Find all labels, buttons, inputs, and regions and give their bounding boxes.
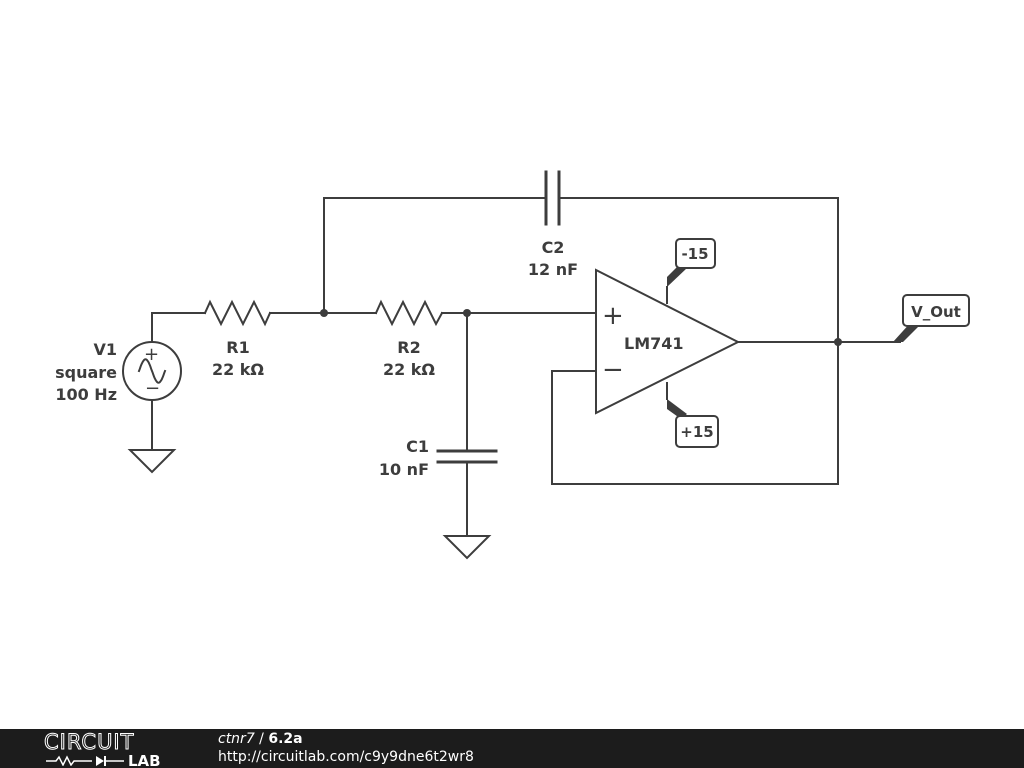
- v1-name-label: V1: [93, 340, 117, 359]
- vpos-net-flag[interactable]: +15: [667, 399, 719, 448]
- v1-source[interactable]: + −: [122, 341, 182, 401]
- footer-bar: CIRCUIT LAB ctnr7 / 6.2a http://circuitl…: [0, 729, 1024, 768]
- junction-dot: [834, 338, 842, 346]
- author-separator: /: [254, 731, 269, 747]
- wire-v1-r1: [151, 312, 206, 342]
- c2-capacitor-icon[interactable]: [544, 170, 561, 226]
- circuit-title[interactable]: 6.2a: [268, 731, 303, 747]
- v1-freq-label: 100 Hz: [55, 385, 117, 404]
- opamp-name-label: LM741: [624, 334, 684, 353]
- logo-text-top: CIRCUIT: [44, 732, 134, 754]
- wires: [151, 197, 901, 537]
- vneg-flag-box: [675, 238, 716, 269]
- vpos-flag-box: [675, 415, 719, 448]
- author-title-line: ctnr7 / 6.2a: [218, 731, 303, 747]
- author-link[interactable]: ctnr7: [218, 731, 255, 747]
- vpos-flag-label: +15: [680, 423, 713, 441]
- junctions: [320, 309, 842, 346]
- circuit-url-link[interactable]: http://circuitlab.com/c9y9dne6t2wr8: [218, 749, 474, 765]
- vneg-net-flag[interactable]: -15: [667, 238, 716, 287]
- c1-value-label: 10 nF: [379, 460, 429, 479]
- r2-resistor-icon[interactable]: [374, 299, 444, 327]
- vout-flag-box: [902, 294, 970, 327]
- v1-type-label: square: [55, 363, 117, 382]
- circuitlab-logo[interactable]: CIRCUIT LAB: [44, 732, 174, 766]
- c1-capacitor-icon[interactable]: [436, 449, 498, 464]
- r1-name-label: R1: [226, 338, 249, 357]
- wire-feedback-top-right: [551, 197, 839, 485]
- opamp-triangle-icon: [595, 268, 741, 415]
- vneg-flag-label: -15: [681, 245, 708, 263]
- junction-dot: [463, 309, 471, 317]
- flag-pointer-icon: [667, 399, 687, 419]
- v1-plus-sign: +: [144, 344, 159, 365]
- r2-name-label: R2: [397, 338, 420, 357]
- c2-value-label: 12 nF: [528, 260, 578, 279]
- ground-icon: [127, 449, 177, 474]
- sine-wave-icon: [137, 358, 167, 384]
- r2-value-label: 22 kΩ: [383, 360, 435, 379]
- v1-minus-sign: −: [145, 378, 160, 399]
- logo-diode-icon: [96, 756, 104, 766]
- opamp-minus-sign: −: [602, 355, 624, 385]
- schematic-canvas: + − V1 square 100 Hz R1 22 kΩ R2 22 kΩ C…: [55, 170, 970, 560]
- logo-text-bottom: LAB: [128, 752, 161, 766]
- r1-value-label: 22 kΩ: [212, 360, 264, 379]
- junction-dot: [320, 309, 328, 317]
- vout-flag-label: V_Out: [911, 303, 961, 321]
- opamp-lm741[interactable]: + − LM741: [595, 268, 741, 415]
- r1-resistor-icon[interactable]: [203, 299, 272, 327]
- vout-net-flag[interactable]: V_Out: [893, 294, 970, 342]
- c1-name-label: C1: [406, 437, 429, 456]
- ac-source-icon: [122, 341, 182, 401]
- wire-feedback-top-left: [323, 197, 547, 314]
- c2-name-label: C2: [542, 238, 565, 257]
- opamp-plus-sign: +: [602, 301, 624, 331]
- logo-resistor-icon: [46, 755, 92, 766]
- ground-icon: [442, 535, 492, 560]
